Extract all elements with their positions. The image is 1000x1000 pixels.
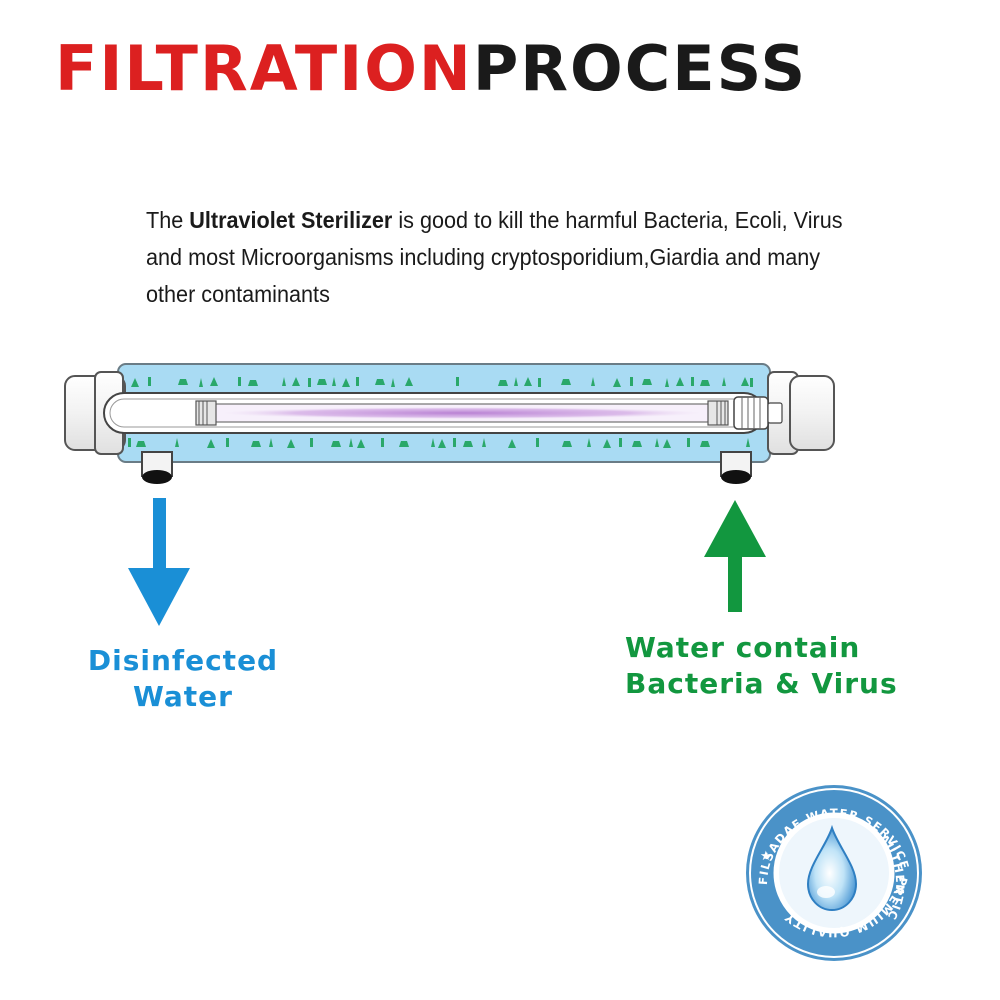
- bacteria-particle: [199, 378, 203, 387]
- bacteria-particle: [391, 378, 395, 387]
- bacteria-particle: [251, 441, 261, 447]
- bacteria-particle: [226, 438, 229, 447]
- contaminated-water-line1: Water contain: [625, 631, 861, 664]
- bacteria-particle: [308, 378, 311, 387]
- bacteria-particle: [292, 377, 300, 386]
- disinfected-water-line1: Disinfected: [87, 644, 279, 677]
- bacteria-particle: [538, 378, 541, 387]
- bacteria-particle: [375, 379, 385, 385]
- bacteria-particle: [175, 438, 179, 447]
- title-part-filtration: FILTRATION: [55, 32, 473, 105]
- bacteria-particle: [630, 377, 633, 386]
- contaminated-water-line2: Bacteria & Virus: [625, 667, 898, 700]
- bacteria-particle: [131, 378, 139, 387]
- bacteria-particle: [561, 379, 571, 385]
- bacteria-particle: [498, 380, 508, 386]
- bacteria-particle: [665, 378, 669, 387]
- bacteria-particle: [642, 379, 652, 385]
- bacteria-particle: [562, 441, 572, 447]
- disinfected-water-line2: Water: [133, 680, 233, 713]
- bacteria-particle: [700, 441, 710, 447]
- bacteria-particle: [524, 377, 532, 386]
- bacteria-particle: [282, 377, 286, 386]
- bacteria-particle: [381, 438, 384, 447]
- bacteria-particle: [676, 377, 684, 386]
- bacteria-particle: [431, 438, 435, 447]
- arrow-down-icon: [128, 498, 190, 626]
- bacteria-particle: [746, 438, 750, 447]
- bacteria-particle: [632, 441, 642, 447]
- bacteria-particle: [342, 378, 350, 387]
- bacteria-particle: [613, 378, 621, 387]
- star-icon: ★: [760, 848, 772, 863]
- bacteria-particle: [591, 377, 595, 386]
- bacteria-particle: [453, 438, 456, 447]
- bacteria-particle: [741, 377, 749, 386]
- page-title: FILTRATIONPROCESS: [55, 38, 807, 100]
- bacteria-particle: [587, 438, 591, 447]
- bacteria-particle: [317, 379, 327, 385]
- description-lead: The: [146, 207, 190, 233]
- bacteria-particle: [357, 439, 365, 448]
- bacteria-particle: [750, 378, 753, 387]
- bacteria-particle: [128, 438, 131, 447]
- bacteria-particles: [128, 377, 753, 448]
- inlet-port: [720, 451, 752, 484]
- bacteria-particle: [238, 377, 241, 386]
- bacteria-particle: [603, 439, 611, 448]
- bacteria-particle: [178, 379, 188, 385]
- bacteria-particle: [508, 439, 516, 448]
- bacteria-particle: [456, 377, 459, 386]
- bacteria-particle: [700, 380, 710, 386]
- description-text: The Ultraviolet Sterilizer is good to ki…: [146, 202, 845, 313]
- bacteria-particle: [514, 377, 518, 386]
- bacteria-particle: [349, 438, 353, 447]
- right-end-cap: [767, 371, 835, 455]
- bacteria-particle: [405, 377, 413, 386]
- bacteria-particle: [210, 377, 218, 386]
- bacteria-particle: [691, 377, 694, 386]
- bacteria-particle: [399, 441, 409, 447]
- bacteria-particle: [463, 441, 473, 447]
- bacteria-particle: [310, 438, 313, 447]
- bacteria-particle: [148, 377, 151, 386]
- uv-light-beam: [222, 407, 702, 419]
- bacteria-particle: [331, 441, 341, 447]
- bacteria-particle: [136, 441, 146, 447]
- bacteria-particle: [536, 438, 539, 447]
- bacteria-particle: [655, 438, 659, 447]
- bacteria-particle: [248, 380, 258, 386]
- bacteria-particle: [722, 377, 726, 386]
- bacteria-particle: [207, 439, 215, 448]
- bacteria-particle: [332, 377, 336, 386]
- disinfected-water-label: Disinfected Water: [68, 643, 298, 715]
- contaminated-water-label: Water contain Bacteria & Virus: [625, 630, 915, 702]
- outlet-port: [141, 451, 173, 484]
- bacteria-particle: [663, 439, 671, 448]
- title-part-process: PROCESS: [472, 32, 808, 105]
- bacteria-particle: [438, 439, 446, 448]
- description-highlight: Ultraviolet Sterilizer: [189, 207, 393, 233]
- bacteria-particle: [619, 438, 622, 447]
- bacteria-particle: [482, 438, 486, 447]
- bacteria-particle: [287, 439, 295, 448]
- arrow-up-icon: [704, 500, 766, 612]
- quality-badge: FILSADAE WATER SERVICE AUTHENTIC PREMIUM…: [746, 785, 936, 961]
- uv-lamp: [195, 396, 783, 430]
- bacteria-particle: [269, 438, 273, 447]
- bacteria-particle: [687, 438, 690, 447]
- bacteria-particle: [356, 377, 359, 386]
- description-rest: is good to kill the harmful Bacteria, Ec…: [146, 207, 843, 307]
